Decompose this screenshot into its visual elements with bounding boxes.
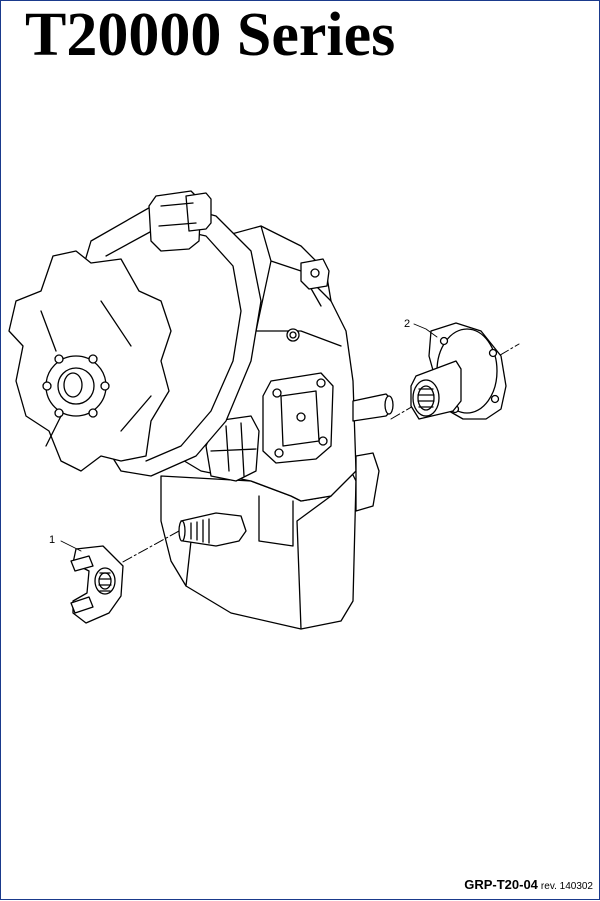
cover-bolt: [318, 436, 328, 446]
flexplate-bolt: [88, 354, 98, 364]
pump-detail: [158, 202, 197, 227]
cover-bolt: [296, 412, 306, 422]
cover-bolt: [274, 448, 284, 458]
control-valve-detail: [210, 422, 257, 477]
yoke-splines: [98, 572, 112, 592]
lifting-boss-hole: [310, 268, 320, 278]
side-bracket: [355, 452, 380, 512]
shaft-splines: [190, 518, 210, 544]
callout-1-leader: [60, 540, 82, 552]
callout-2-leader: [413, 323, 438, 338]
flexplate-bolt: [88, 408, 98, 418]
oil-pan-bolt-strip: [258, 495, 294, 547]
flange-bolt-hole: [488, 348, 498, 358]
part-1-yoke: [70, 545, 124, 624]
rear-shaft-end: [384, 395, 394, 415]
control-valve: [205, 415, 260, 482]
flange-splines: [417, 388, 435, 408]
flange-bolt-hole: [490, 394, 500, 404]
cover-bolt: [316, 378, 326, 388]
main-case-edges: [255, 225, 342, 347]
callout-1-label: 1: [49, 534, 55, 546]
case-plug-inner: [289, 331, 297, 339]
yoke-ear: [70, 596, 94, 614]
flexplate-bolt: [100, 381, 110, 391]
flexplate-bolt: [54, 408, 64, 418]
shaft-end: [178, 520, 186, 542]
cover-bolt: [272, 388, 282, 398]
flexplate-ribs: [40, 300, 152, 447]
revision-label: rev. 140302: [540, 881, 593, 892]
callout-2-label: 2: [404, 318, 410, 330]
flexplate-bolt: [42, 381, 52, 391]
flange-bore-inner: [417, 385, 435, 411]
yoke-ear: [70, 555, 94, 572]
flexplate-pilot: [63, 372, 83, 398]
flange-bolt-hole: [439, 336, 449, 346]
pump-outlet: [185, 192, 212, 232]
figure-number: GRP-T20-04: [464, 877, 538, 892]
flexplate-bolt: [54, 354, 64, 364]
transmission-assembly: [8, 190, 394, 630]
yoke-bore-inner: [98, 572, 112, 590]
part-2-companion-flange: [410, 322, 507, 420]
page-title: T20000 Series: [25, 1, 396, 69]
